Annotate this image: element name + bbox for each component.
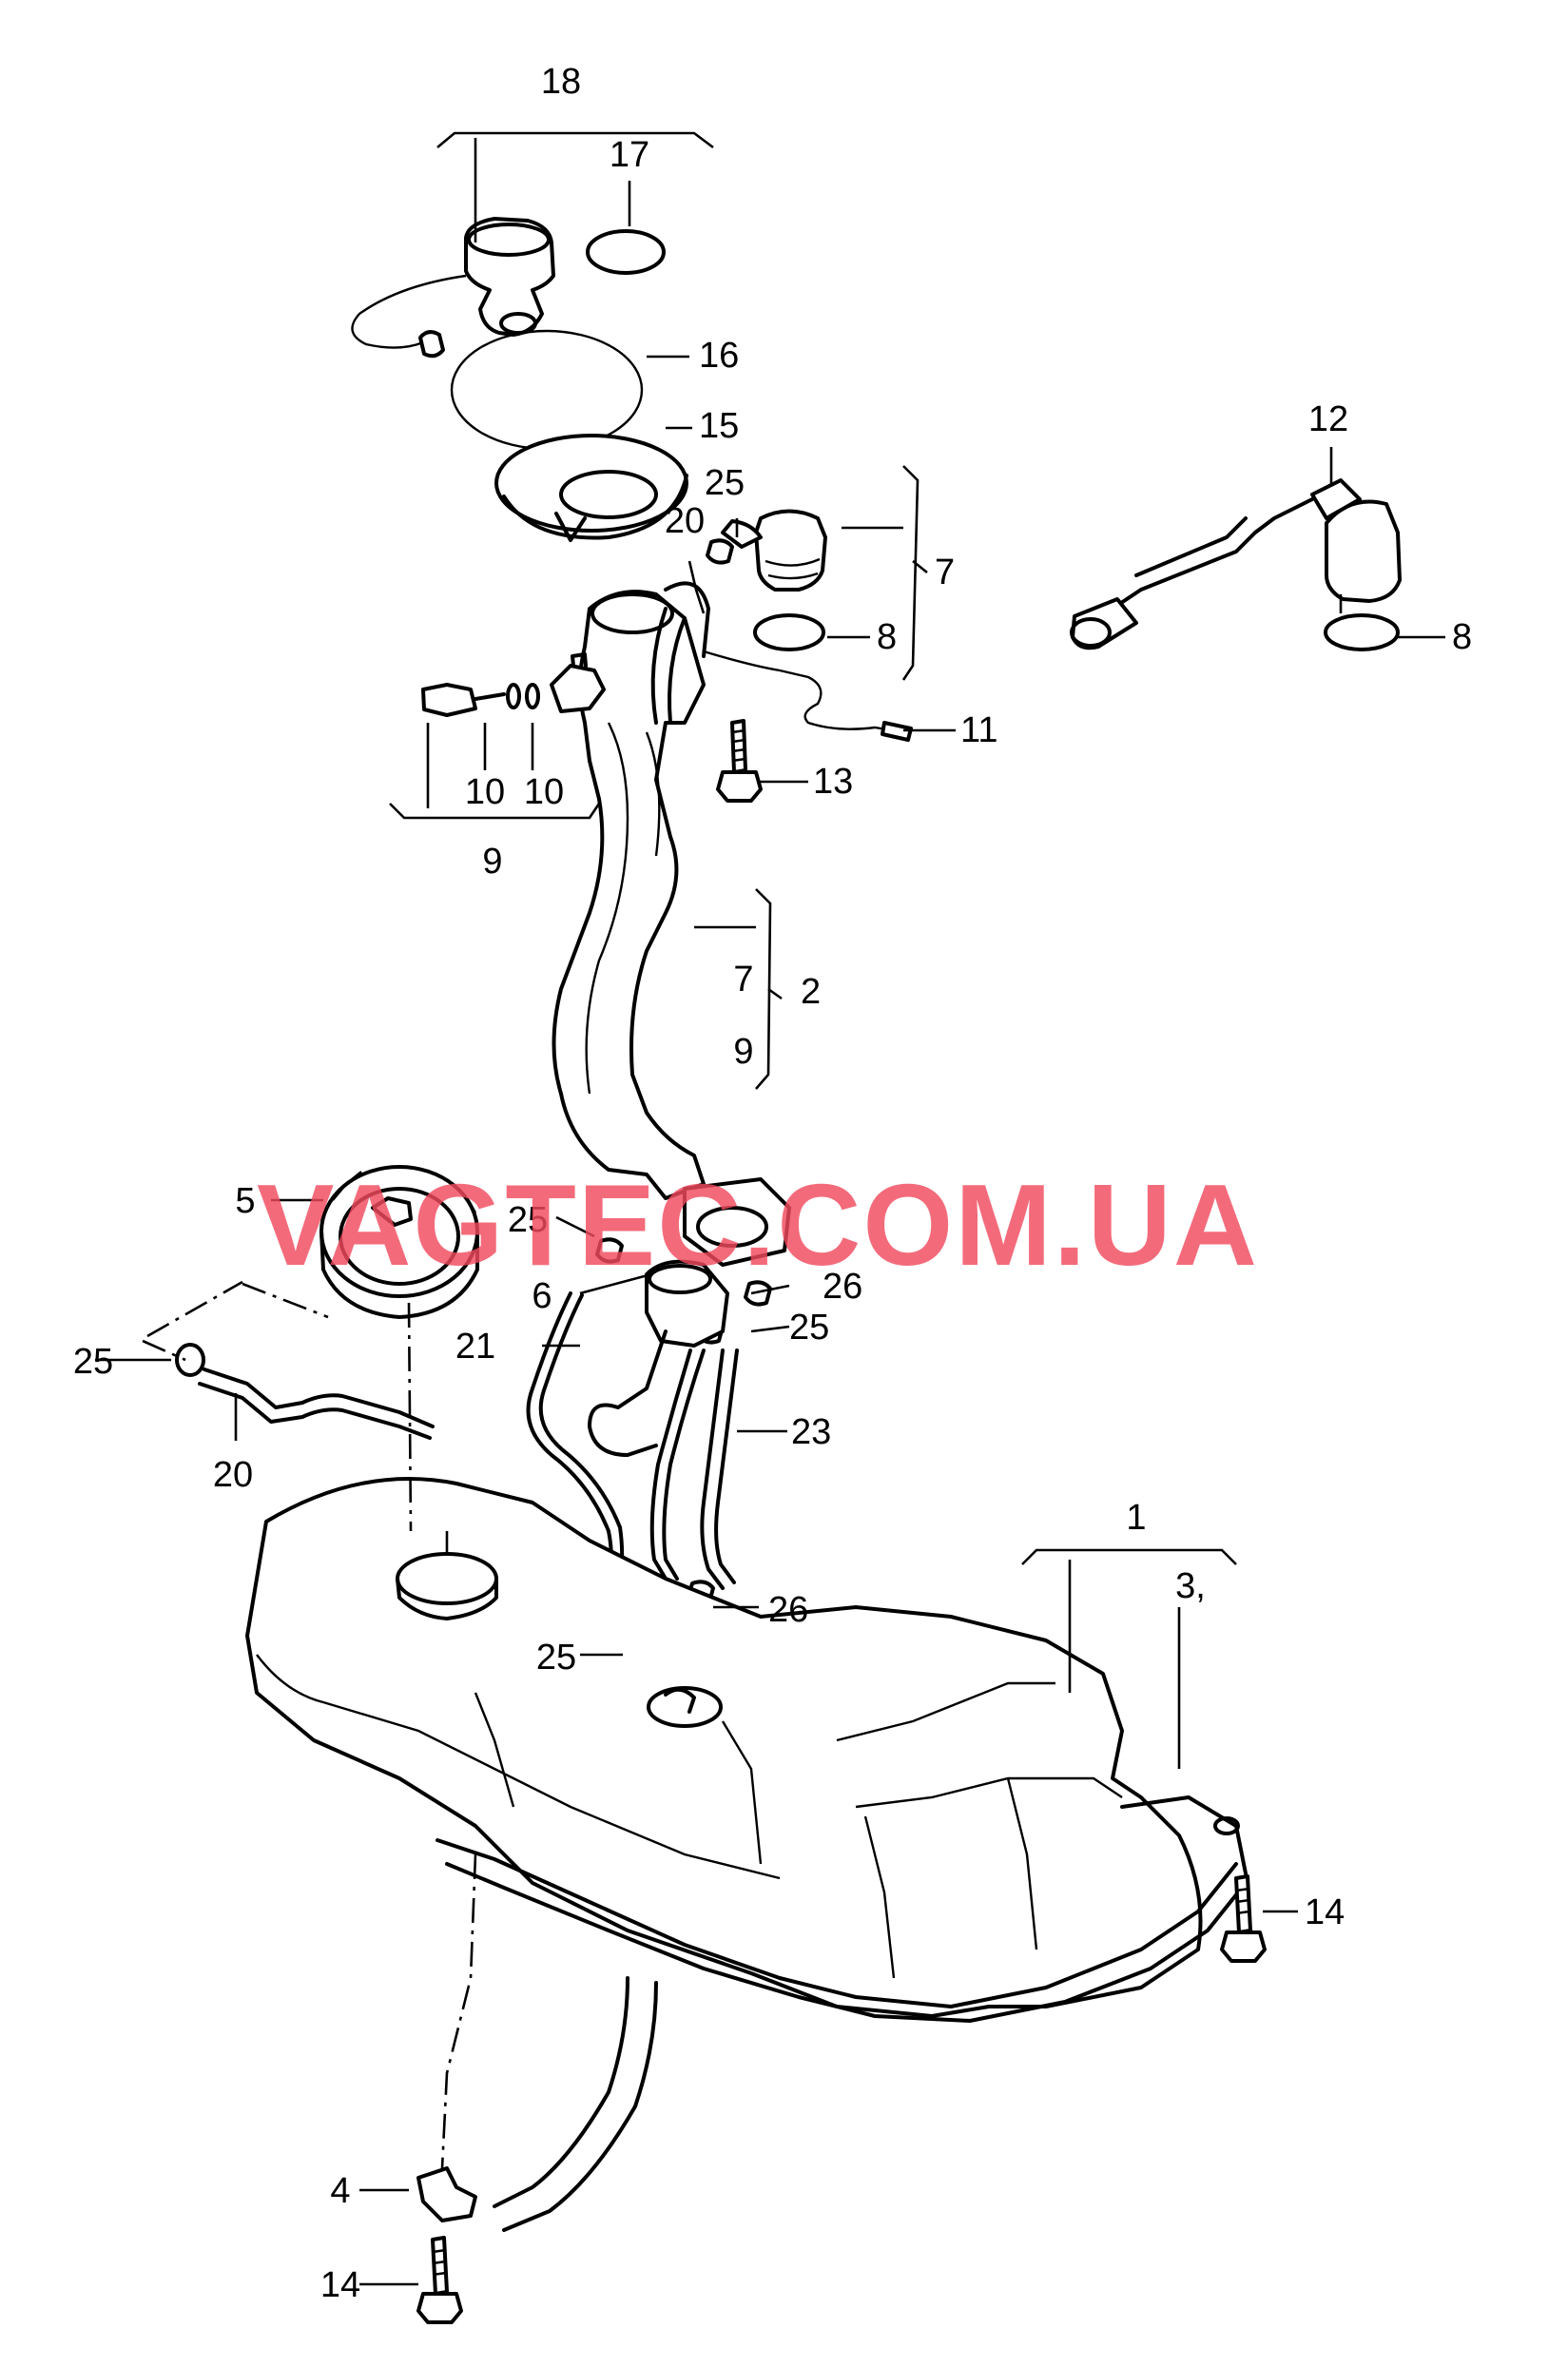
sensor-plug xyxy=(881,721,913,742)
callout-26: 26 xyxy=(823,1267,862,1307)
callout-20: 20 xyxy=(213,1455,253,1495)
callout-25: 25 xyxy=(73,1342,113,1382)
callout-26: 26 xyxy=(768,1590,808,1630)
pump-housing xyxy=(588,1177,791,1457)
vent-valve xyxy=(721,509,827,592)
filler-neck-seal xyxy=(494,434,688,542)
callout-9: 9 xyxy=(482,842,502,882)
callout-20: 20 xyxy=(665,501,705,541)
check-valve-assembly xyxy=(421,652,606,717)
callout-18: 18 xyxy=(541,62,581,102)
callout-8: 8 xyxy=(877,617,897,657)
watermark: VAGTEC.COM.UA xyxy=(257,1160,1259,1290)
sensor-wire xyxy=(703,650,904,734)
hose-clamp xyxy=(744,1280,772,1307)
callout-2: 2 xyxy=(801,972,821,1012)
callout-15: 15 xyxy=(699,406,739,446)
hose-clamp xyxy=(706,538,734,565)
callout-16: 16 xyxy=(699,336,739,376)
connector-seal-ring xyxy=(1324,613,1400,651)
callout-9: 9 xyxy=(733,1032,753,1072)
filler-seal-disc xyxy=(450,329,644,451)
mounting-bolt-left xyxy=(416,2236,463,2324)
vent-hose-left xyxy=(175,1343,435,1440)
callout-11: 11 xyxy=(960,710,997,750)
callout-23: 23 xyxy=(791,1412,831,1452)
callout-25: 25 xyxy=(508,1200,548,1240)
seal-ring xyxy=(586,229,666,275)
pump-flange-ring xyxy=(319,1165,479,1319)
callout-14: 14 xyxy=(320,2265,360,2305)
callout-6: 6 xyxy=(532,1276,552,1316)
breather-hose-23 xyxy=(649,1348,739,1590)
mounting-bolt-right xyxy=(1220,1874,1267,1963)
mounting-bracket xyxy=(416,2166,477,2222)
fuel-tank xyxy=(245,1477,1203,2018)
callout-25: 25 xyxy=(705,463,745,503)
callout-25: 25 xyxy=(536,1638,576,1678)
callout-10: 10 xyxy=(465,772,505,812)
callout-1: 1 xyxy=(1126,1498,1146,1538)
filler-neck-pipe xyxy=(552,581,710,1200)
tank-strap xyxy=(436,1795,1248,2023)
callout-25: 25 xyxy=(789,1308,829,1348)
callout-5: 5 xyxy=(235,1181,255,1221)
callout-7: 7 xyxy=(935,553,955,592)
callout-13: 13 xyxy=(813,762,853,802)
bolt xyxy=(716,719,763,803)
fuel-cap xyxy=(351,217,555,359)
callout-3: 3, xyxy=(1175,1566,1206,1606)
callout-10: 10 xyxy=(524,772,564,812)
callout-14: 14 xyxy=(1305,1892,1345,1932)
valve-seal-ring xyxy=(753,613,825,651)
callout-4: 4 xyxy=(330,2171,350,2211)
callout-17: 17 xyxy=(610,135,649,175)
hose-clamp xyxy=(595,1237,624,1264)
callout-12: 12 xyxy=(1308,399,1348,439)
tank-strap-left xyxy=(493,1976,658,2232)
callout-21: 21 xyxy=(455,1327,495,1367)
callout-7: 7 xyxy=(733,960,753,999)
vent-line-connector xyxy=(1070,478,1402,650)
callout-8: 8 xyxy=(1452,617,1472,657)
